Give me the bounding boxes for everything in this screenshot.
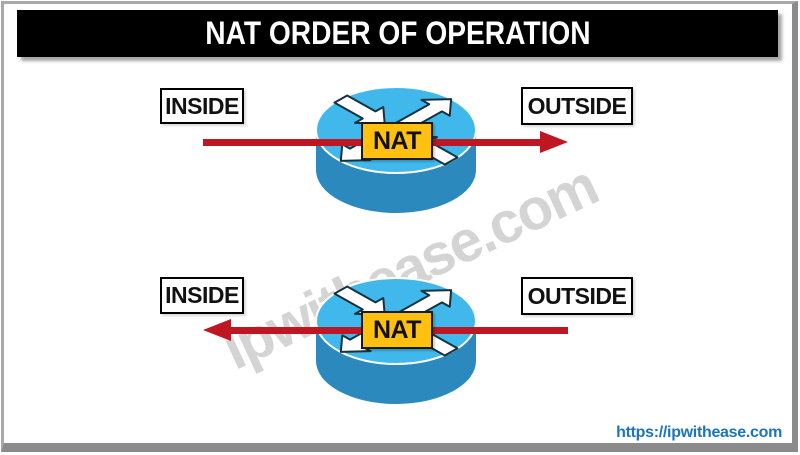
page-title: NAT ORDER OF OPERATION <box>204 15 591 51</box>
row1-inside-label: INSIDE <box>160 88 244 124</box>
footer-url-link[interactable]: https://ipwithease.com <box>616 424 782 441</box>
row2-outside-label: OUTSIDE <box>521 277 633 315</box>
row1-arrowhead-right-icon <box>540 131 568 153</box>
row1-outside-label: OUTSIDE <box>521 87 633 125</box>
title-bar: NAT ORDER OF OPERATION <box>17 10 778 57</box>
row2-arrowhead-left-icon <box>203 319 231 341</box>
row2-nat-box: NAT <box>361 311 433 349</box>
row1-nat-box: NAT <box>361 122 433 160</box>
row2-inside-label: INSIDE <box>160 277 244 314</box>
